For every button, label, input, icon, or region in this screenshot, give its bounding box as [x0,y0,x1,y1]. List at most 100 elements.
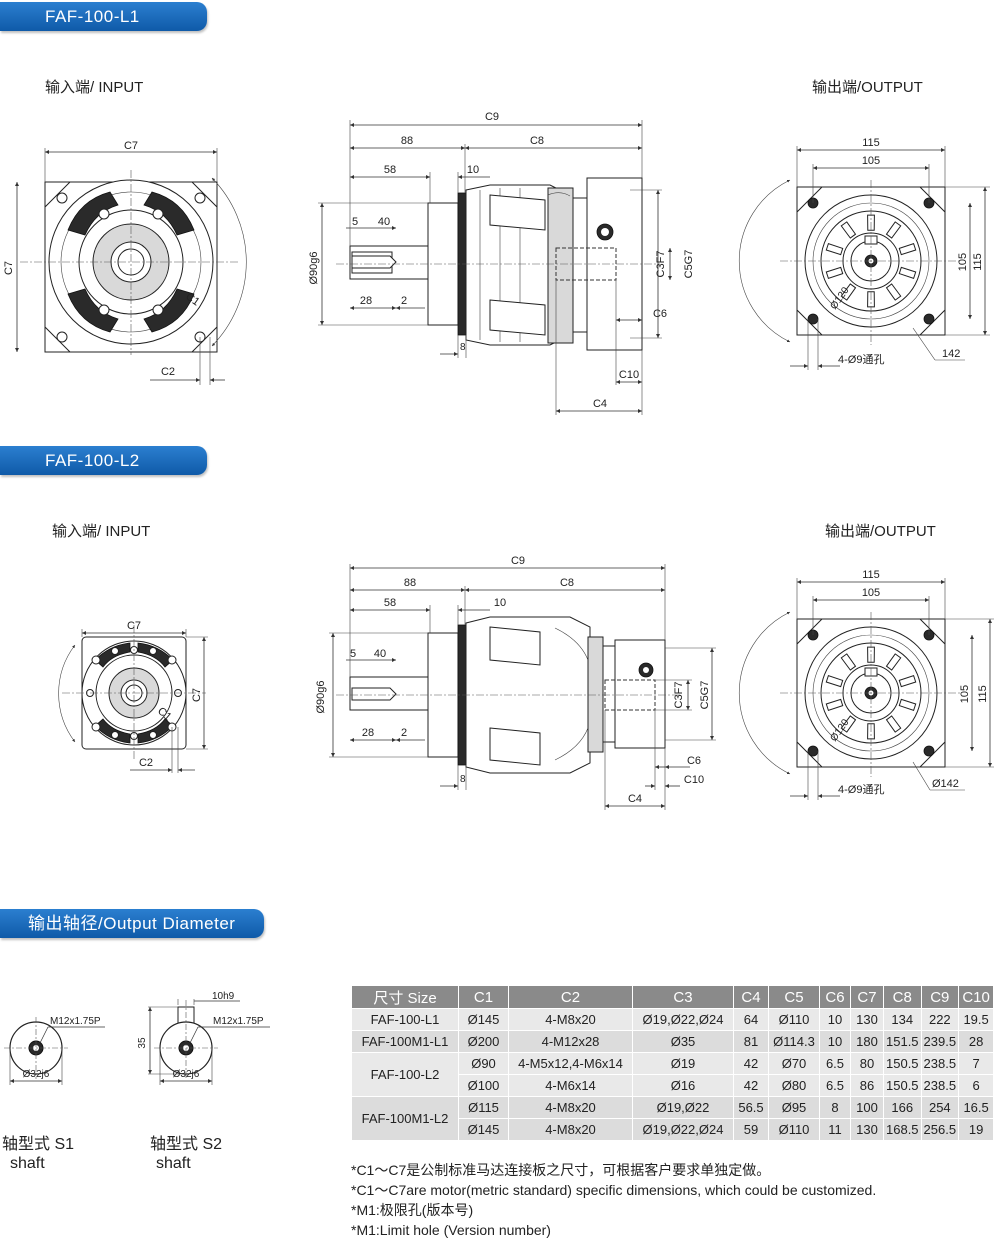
l2-c3: C3F7 [673,682,685,709]
cell: Ø115 [458,1096,509,1119]
table-row: Ø145 4-M8x20 Ø19,Ø22,Ø24 59 Ø110 11 130 … [352,1118,995,1141]
cell: 150.5 [883,1074,922,1097]
cell-size: FAF-100-L1 [351,1008,459,1031]
section-title-l1: FAF-100-L1 [45,7,140,26]
th-size: 尺寸 Size [351,985,459,1009]
l2-105-right: 105 [959,685,971,703]
l1-142: 142 [942,348,960,360]
cell: 10 [819,1008,851,1031]
cell: 150.5 [883,1052,922,1075]
cell: 86 [850,1074,884,1097]
cell: Ø80 [768,1074,820,1097]
cell: Ø19 [632,1052,734,1075]
l2-d90: Ø90g6 [315,680,327,713]
cell: 42 [733,1074,769,1097]
l1-115-right: 115 [972,253,984,271]
input-label-l2: 输入端/ INPUT [52,523,151,540]
l1-c6: C6 [653,308,667,320]
spec-table: 尺寸 Size C1 C2 C3 C4 C5 C6 C7 C8 C9 C10 F… [351,985,995,1141]
section-title-shaft: 输出轴径/Output Diameter [28,914,236,933]
l2-88: 88 [404,577,416,589]
l1-c7-left: C7 [3,261,15,275]
table-row: FAF-100M1-L2 Ø115 4-M8x20 Ø19,Ø22 56.5 Ø… [351,1096,995,1141]
cell: 134 [883,1008,922,1031]
cell: 166 [883,1096,922,1119]
s1-dia: Ø32j6 [23,1069,50,1080]
l2-40: 40 [374,648,386,660]
s1-thread: M12x1.75P [50,1016,101,1027]
l2-c7-top: C7 [127,620,141,632]
cell: 4-M8x20 [508,1008,633,1031]
cell: 42 [733,1052,769,1075]
s2-len: 35 [137,1037,148,1049]
table-row: FAF-100M1-L1 Ø200 4-M12x28 Ø35 81 Ø114.3… [351,1030,995,1053]
s1-label-cn: 轴型式 S1 [2,1136,75,1153]
section-tag-l1: FAF-100-L1 [0,2,207,31]
cell: 130 [850,1008,884,1031]
note-4: *M1:Limit hole (Version number) [351,1222,551,1238]
flange-rib [825,242,844,256]
flange-rib [898,698,917,712]
note-2: *C1～C7are motor(metric standard) specifi… [351,1182,877,1198]
input-label-l1: 输入端/ INPUT [45,79,144,96]
l2-28: 28 [362,727,374,739]
l2-c9: C9 [511,555,525,567]
section-title-l2: FAF-100-L2 [45,451,140,470]
l1-output-view: 115 105 105 115 Ø120 4-Ø9通孔 142 [738,137,990,370]
footnotes: *C1～C7是公制标准马达连接板之尺寸，可根据客户要求单独定做。 *C1～C7a… [351,1160,876,1240]
cell: Ø70 [768,1052,820,1075]
cell: 239.5 [920,1030,960,1053]
shaft-s1: M12x1.75P Ø32j6 [4,1016,105,1085]
table-row: FAF-100-L1 Ø145 4-M8x20 Ø19,Ø22,Ø24 64 Ø… [351,1008,995,1031]
cell: 238.5 [920,1052,960,1075]
l2-8: 8 [460,774,466,785]
cell: 180 [850,1030,884,1053]
flange-rib [840,653,857,671]
th-c7: C7 [850,985,884,1009]
th-c6: C6 [819,985,851,1009]
cell: 7 [958,1052,995,1075]
cell: 19 [958,1118,995,1141]
flange-rib [898,242,917,256]
l2-c4: C4 [628,793,642,805]
cell: 4-M12x28 [508,1030,633,1053]
cell: Ø100 [458,1074,509,1097]
cell-size: FAF-100M1-L1 [351,1030,459,1053]
cell: 238.5 [920,1074,960,1097]
l1-c2: C2 [161,366,175,378]
l2-input-view: C7 C7 C2 C1 [58,620,208,773]
l1-2: 2 [401,295,407,307]
cell: 6.5 [819,1074,851,1097]
l1-c7-top: C7 [124,140,138,152]
cell: 222 [920,1008,960,1031]
cell: Ø19,Ø22,Ø24 [632,1008,734,1031]
l2-output-view: 115 105 105 115 Ø120 4-Ø9通孔 Ø142 [738,569,994,800]
th-c4: C4 [733,985,769,1009]
l1-c9: C9 [485,111,499,123]
l2-c8: C8 [560,577,574,589]
note-1: *C1～C7是公制标准马达连接板之尺寸，可根据客户要求单独定做。 [351,1162,771,1178]
l1-c5: C5G7 [683,250,695,279]
l1-side-view: C9 88 C8 58 10 5 40 28 2 Ø90g6 8 C5G7 C3… [308,111,695,415]
cell: Ø110 [768,1008,820,1031]
cell: Ø19,Ø22,Ø24 [632,1118,734,1141]
l2-115-right: 115 [977,685,989,703]
l2-holes: 4-Ø9通孔 [838,783,884,796]
section-tag-shaft: 输出轴径/Output Diameter [0,909,264,938]
th-c3: C3 [632,985,734,1009]
l1-115-top: 115 [862,137,880,149]
th-c8: C8 [883,985,922,1009]
cell-size: FAF-100-L2 [351,1052,459,1097]
cell: 4-M5x12,4-M6x14 [508,1052,633,1075]
note-3: *M1:极限孔(版本号) [351,1202,474,1218]
flange-rib [885,283,902,301]
l2-c7-right: C7 [191,688,203,702]
flange-rib [825,266,844,280]
cell: 4-M6x14 [508,1074,633,1097]
th-c10: C10 [958,985,995,1009]
l2-142: Ø142 [932,778,959,790]
flange-rib [840,221,857,239]
l1-5: 5 [352,216,358,228]
l2-5: 5 [350,648,356,660]
shaft-s2: 10h9 M12x1.75P 35 Ø32j6 [137,991,270,1085]
